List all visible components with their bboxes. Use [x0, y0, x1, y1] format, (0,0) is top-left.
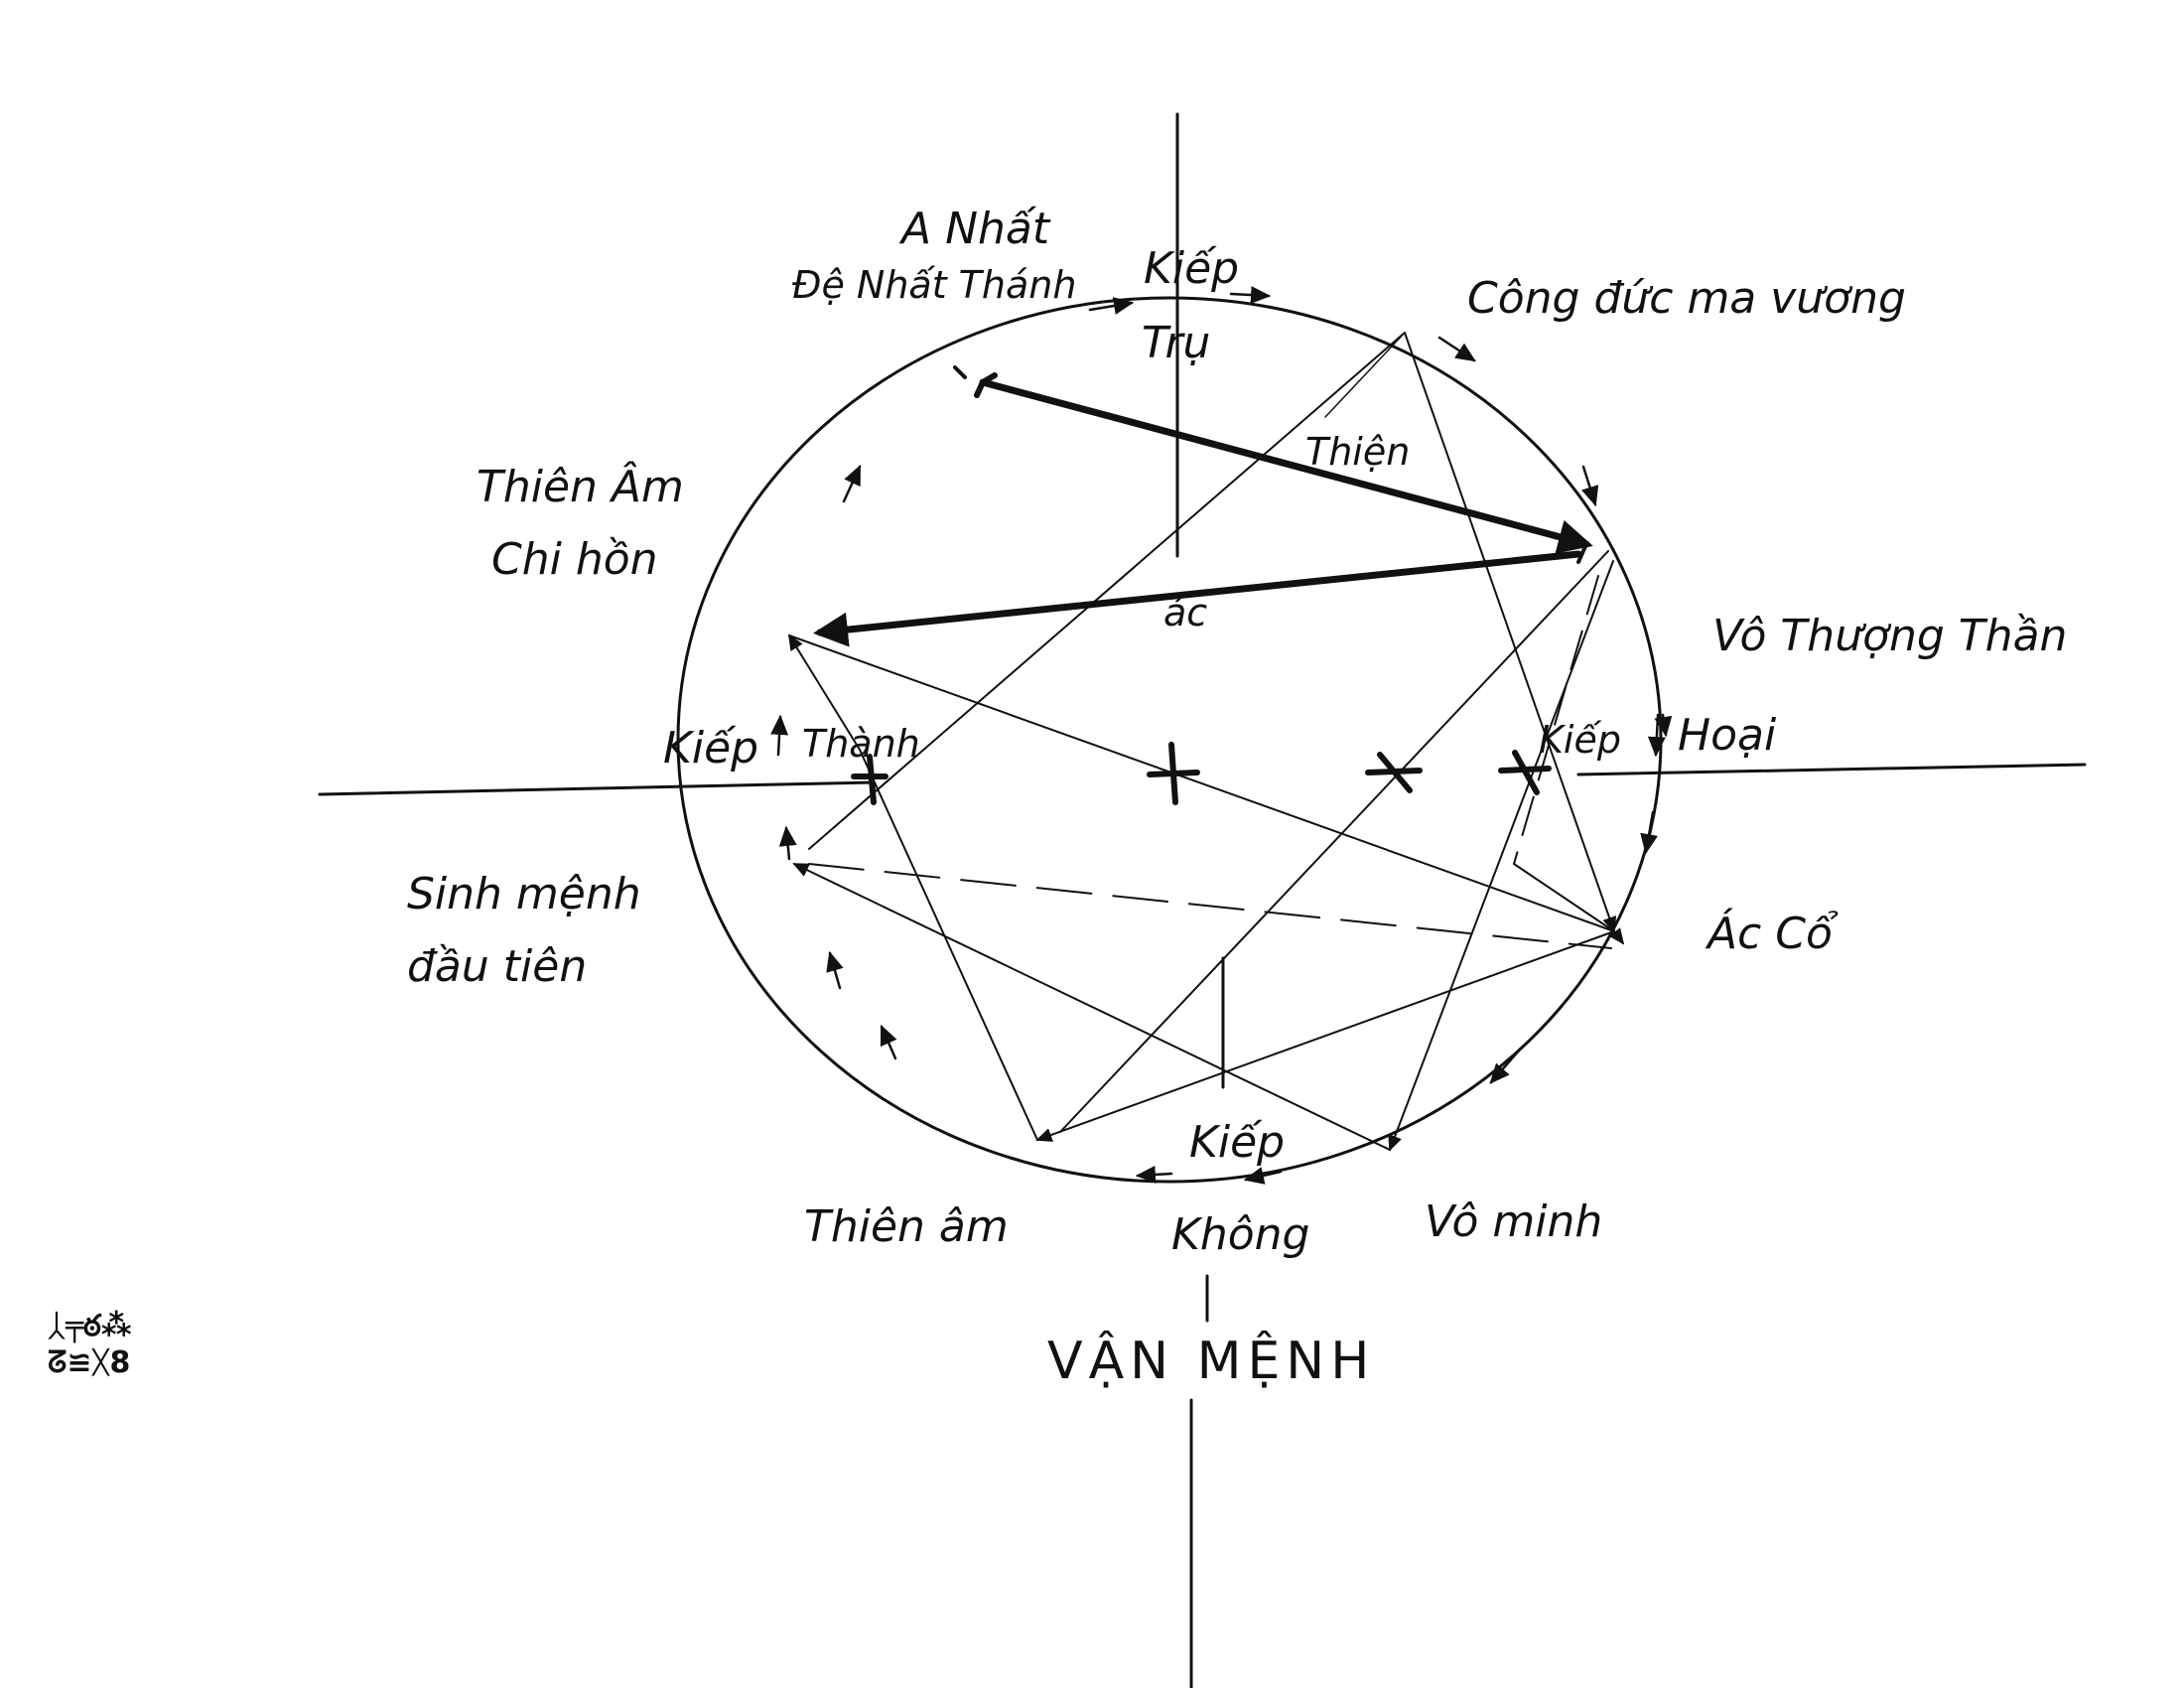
label-thien: Thiện	[1305, 430, 1410, 474]
label-kiep-tru-2: Trụ	[1142, 318, 1210, 368]
star-chords	[788, 332, 1625, 1152]
horizontal-axis-right	[1576, 763, 2087, 776]
label-thien-am-chi-hon-2: Chi hồn	[491, 534, 658, 585]
circle-direction-arrows	[770, 286, 1673, 1185]
label-kiep-khong-1: Kiếp	[1189, 1117, 1285, 1168]
label-kiep-thanh-2: Thành	[802, 722, 920, 766]
labels: A Nhất Đệ Nhất Thánh Kiếp Trụ Công đức m…	[407, 204, 2067, 1391]
axis-cross-marks	[851, 742, 1552, 805]
label-kiep-hoai-2: Hoại	[1678, 710, 1777, 761]
label-a-nhat: A Nhất	[898, 204, 1051, 254]
axes	[318, 112, 2087, 1688]
label-sinh-menh-2: đầu tiên	[407, 941, 587, 992]
seal-stamp-line-1: ᛸ╤ఠ⁂	[48, 1309, 132, 1343]
label-van-menh: VẬN MỆNH	[1047, 1331, 1375, 1391]
label-vo-thuong-than: Vô Thượng Thần	[1712, 611, 2067, 661]
horizontal-axis-left	[318, 780, 876, 796]
label-thien-am: Thiên âm	[804, 1201, 1009, 1252]
seal-stamp-line-2: ᘔ≌ᚷ8	[48, 1345, 130, 1380]
label-vo-minh: Vô minh	[1425, 1196, 1602, 1247]
label-ac: ác	[1163, 591, 1207, 634]
label-sinh-menh-1: Sinh mệnh	[407, 869, 641, 919]
thien-ac-arrows	[813, 365, 1593, 647]
label-de-nhat-thanh: Đệ Nhất Thánh	[792, 263, 1076, 307]
ac-arrow	[813, 550, 1582, 647]
label-cong-duc-ma-vuong: Công đức ma vương	[1467, 273, 1906, 324]
label-kiep-tru-1: Kiếp	[1144, 243, 1239, 294]
label-ac-co: Ác Cổ	[1705, 907, 1839, 959]
label-kiep-thanh-1: Kiếp	[663, 723, 758, 774]
thien-arrow	[979, 378, 1593, 554]
seal-stamp: ᛸ╤ఠ⁂ ᘔ≌ᚷ8	[48, 1309, 132, 1380]
label-kiep-hoai-1: Kiếp	[1539, 718, 1621, 762]
label-thien-am-chi-hon-1: Thiên Âm	[477, 460, 684, 512]
label-kiep-khong-2: Không	[1171, 1209, 1309, 1260]
